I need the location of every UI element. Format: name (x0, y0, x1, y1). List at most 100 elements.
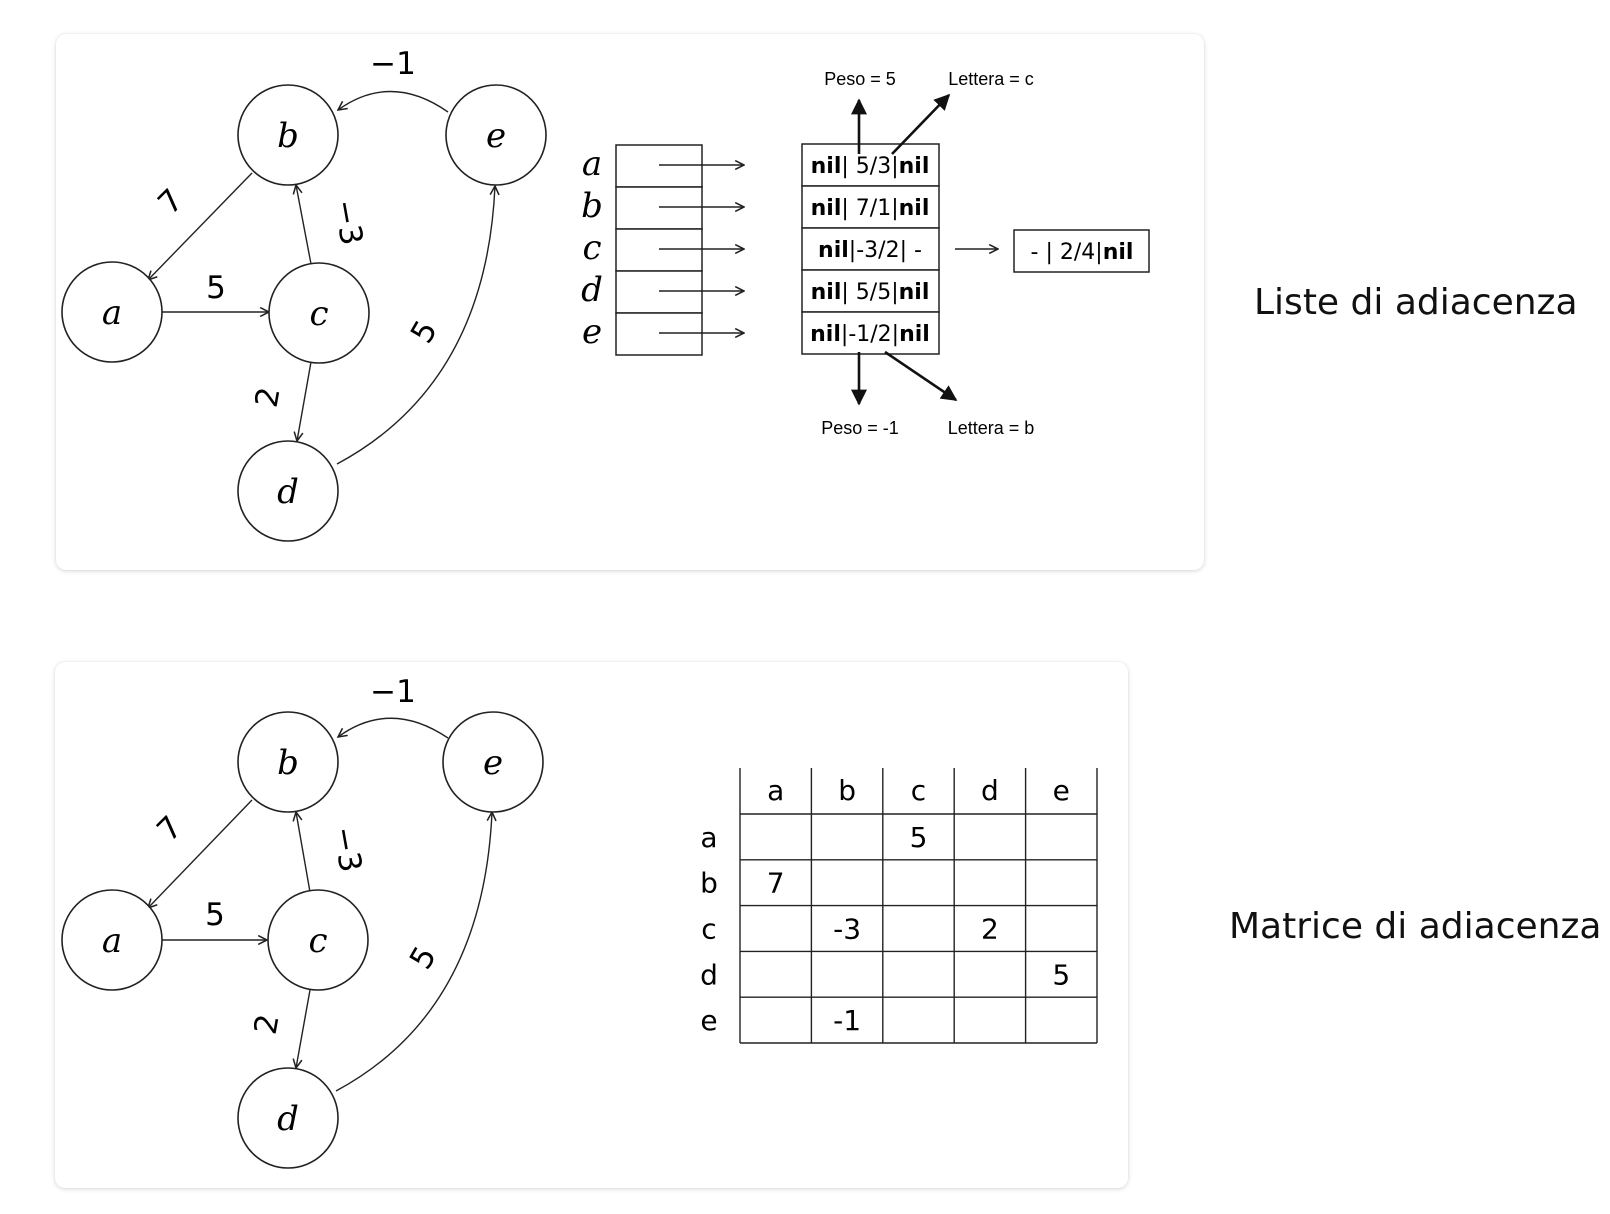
svg-text:nil| 7/1|nil: nil| 7/1|nil (811, 196, 930, 221)
arrow-lettera-top (891, 93, 951, 155)
weight-c-d: 2 (248, 1011, 287, 1037)
annotation-lettera-bottom: Lettera = b (948, 418, 1035, 438)
annotation-lettera-top: Lettera = c (948, 69, 1034, 89)
node-e: e (445, 84, 547, 186)
svg-text:nil| 5/5|nil: nil| 5/5|nil (811, 280, 930, 305)
list-node-c-prev: nil (818, 238, 849, 263)
edge-e-b (338, 90, 449, 113)
edge-c-d (296, 989, 311, 1068)
weight-a-c: 5 (205, 897, 225, 933)
node-e: e (442, 711, 544, 813)
node-b-label: b (277, 116, 299, 156)
weight-b-a: 7 (150, 809, 189, 848)
weight-e-b: −1 (370, 674, 416, 710)
list-node-e: nil|-1/2|nil (801, 311, 940, 355)
adjacency-list-card: −1 7 −3 5 2 5 a b c d e a b c d e (56, 34, 1204, 570)
list-node-e-value: -1/2 (848, 322, 891, 347)
matrix-row-header-d: d (700, 958, 718, 991)
list-pointers (659, 165, 998, 333)
node-c: c (267, 889, 369, 991)
node-b: b (237, 84, 339, 186)
svg-text:nil|-1/2|nil: nil|-1/2|nil (810, 322, 930, 347)
edge-c-d (297, 361, 312, 441)
head-cell-b (615, 186, 703, 230)
edge-d-e (335, 812, 492, 1092)
node-b-label: b (277, 743, 299, 783)
svg-text:nil|-3/2| -: nil|-3/2| - (818, 238, 922, 263)
list-node-c-value: -3/2 (856, 238, 899, 263)
list-node-d-next: nil (899, 280, 930, 305)
node-a-label: a (102, 921, 122, 961)
list-node-a-next: nil (899, 154, 930, 179)
list-node-c2-next: nil (1103, 240, 1134, 265)
matrix-cell-a-c: 5 (910, 821, 928, 854)
adjacency-matrix-title: Matrice di adiacenza (1229, 906, 1602, 947)
list-node-e-next: nil (899, 322, 930, 347)
node-c: c (268, 262, 370, 364)
weight-c-b: −3 (325, 824, 368, 875)
matrix-cell-c-b: -3 (833, 913, 861, 946)
head-cell-a (615, 144, 703, 188)
node-a-label: a (102, 293, 122, 333)
matrix-col-header-c: c (911, 774, 926, 807)
list-row-label-c: c (582, 228, 601, 268)
weight-e-b: −1 (370, 46, 416, 82)
list-node-c2: - | 2/4|nil (1013, 229, 1150, 273)
annotation-arrows (851, 93, 958, 406)
weight-d-e: 5 (403, 940, 444, 975)
node-d: d (237, 440, 339, 542)
head-cell-c (615, 228, 703, 272)
matrix-row-header-e: e (700, 1004, 717, 1037)
matrix-row-header-a: a (700, 821, 717, 854)
matrix-col-header-d: d (981, 774, 999, 807)
list-row-label-d: d (581, 270, 603, 310)
weight-b-a: 7 (151, 182, 190, 221)
node-d-label: d (277, 472, 299, 512)
list-node-d-value: 5/5 (856, 280, 891, 305)
matrix-col-header-e: e (1053, 774, 1070, 807)
graph-edges (148, 717, 492, 1092)
weight-d-e: 5 (404, 314, 445, 349)
weight-c-b: −3 (326, 197, 369, 248)
annotation-peso-top: Peso = 5 (824, 69, 896, 89)
node-a: a (61, 261, 163, 363)
matrix-row-header-c: c (701, 913, 716, 946)
edge-d-e (336, 186, 495, 465)
list-node-b-next: nil (899, 196, 930, 221)
node-d: d (237, 1067, 339, 1169)
list-node-d-prev: nil (811, 280, 842, 305)
matrix-cell-c-d: 2 (981, 913, 999, 946)
list-node-b-value: 7/1 (856, 196, 891, 221)
node-b: b (237, 711, 339, 813)
list-node-c2-value: 2/4 (1060, 240, 1095, 265)
node-c-label: c (309, 294, 328, 334)
matrix-col-header-a: a (767, 774, 784, 807)
edge-b-a (148, 799, 253, 908)
svg-text:nil| 5/3|nil: nil| 5/3|nil (811, 154, 930, 179)
node-e-label: e (483, 743, 503, 783)
matrix-cell-b-a: 7 (767, 867, 785, 900)
list-node-c-next: - (914, 238, 922, 263)
arrow-lettera-bottom (884, 350, 958, 402)
weight-a-c: 5 (206, 270, 226, 306)
adjacency-list-figure: −1 7 −3 5 2 5 a b c d e a b c d e (61, 46, 1150, 542)
list-node-b-prev: nil (811, 196, 842, 221)
graph-edges (148, 90, 495, 465)
list-node-b: nil| 7/1|nil (801, 185, 940, 229)
weight-c-d: 2 (249, 384, 288, 410)
list-row-label-b: b (581, 186, 603, 226)
head-cell-e (615, 312, 703, 356)
node-c-label: c (308, 921, 327, 961)
matrix-cell-d-e: 5 (1052, 958, 1070, 991)
svg-text:- | 2/4|nil: - | 2/4|nil (1031, 240, 1134, 265)
list-row-label-a: a (582, 144, 602, 184)
list-node-d: nil| 5/5|nil (801, 269, 940, 313)
list-node-c: nil|-3/2| - (801, 227, 940, 271)
list-node-a: nil| 5/3|nil (801, 143, 940, 187)
edge-c-b (296, 812, 311, 893)
node-a: a (61, 889, 163, 991)
adjacency-list-title: Liste di adiacenza (1254, 282, 1578, 323)
